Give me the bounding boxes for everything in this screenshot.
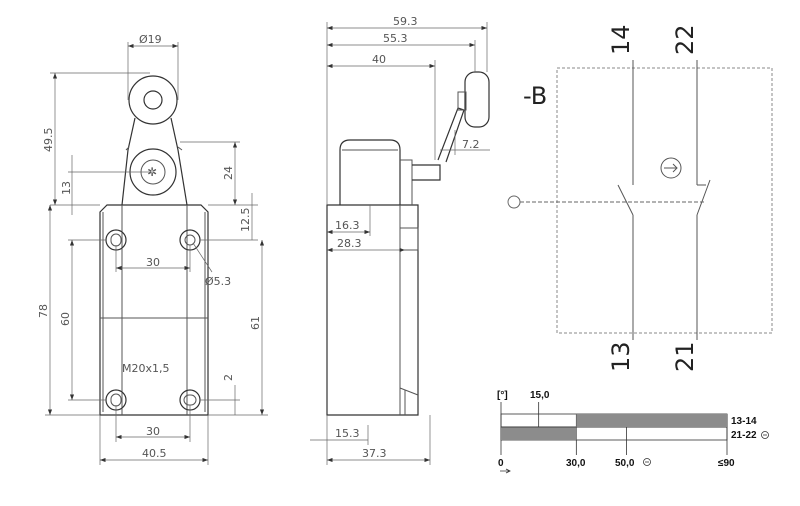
unit-label: [°]	[497, 390, 508, 401]
dim-40: 40	[372, 53, 386, 66]
dim-13: 13	[60, 181, 73, 195]
thread-label: M20x1,5	[122, 362, 170, 375]
positive-opening-icon	[761, 431, 769, 439]
terminal-21: 21	[671, 341, 699, 372]
tick-30: 30,0	[566, 458, 586, 469]
terminal-13: 13	[607, 341, 635, 372]
dim-hole-dia: Ø5.3	[205, 275, 231, 288]
side-view: 59.3 55.3 40 7.2 16.3 28.3 15.3 37.3	[310, 15, 490, 465]
actuator-circle	[507, 195, 521, 209]
dim-61: 61	[249, 316, 262, 330]
row-label-21-22: 21-22	[731, 430, 757, 441]
dim-16-3: 16.3	[335, 219, 360, 232]
closed-segment-13-14	[576, 414, 727, 427]
tick-90: ≤90	[718, 458, 735, 469]
dim-30-bottom: 30	[146, 425, 160, 438]
no-contact	[617, 184, 634, 216]
dim-60: 60	[59, 312, 72, 326]
roller	[128, 75, 178, 125]
direction-arrow-icon	[500, 468, 511, 474]
dim-24: 24	[222, 166, 235, 180]
device-boundary	[556, 67, 773, 334]
dim-15-3: 15.3	[335, 427, 360, 440]
housing	[99, 204, 209, 416]
circuit-schematic: -B 14 22 13 21	[507, 24, 773, 372]
dim-78: 78	[37, 304, 50, 318]
dim-12-5: 12.5	[239, 208, 252, 233]
side-housing	[326, 204, 419, 416]
positive-opening-icon	[660, 157, 682, 179]
tick-0: 0	[498, 458, 504, 469]
dim-40-5: 40.5	[142, 447, 167, 460]
dim-55-3: 55.3	[383, 32, 408, 45]
dim-7-2: 7.2	[462, 138, 480, 151]
dim-28-3: 28.3	[337, 237, 362, 250]
terminal-22: 22	[671, 24, 699, 55]
switching-diagram: [°] 15,0 13-14 21-22 0 30,0 50,0 ≤90	[497, 390, 769, 474]
marker-label: 15,0	[530, 390, 550, 401]
side-roller	[464, 71, 490, 128]
front-view: ✲ M20x1,5 Ø19 49.5 13 24 12.5 30 Ø5.3 78	[37, 33, 268, 465]
dim-30-top: 30	[146, 256, 160, 269]
terminal-14: 14	[607, 24, 635, 55]
tick-50: 50,0	[615, 458, 635, 469]
dim-37-3: 37.3	[362, 447, 387, 460]
designator: -B	[523, 82, 547, 110]
positive-opening-icon	[643, 458, 651, 466]
dim-59-3: 59.3	[393, 15, 418, 28]
row-label-13-14: 13-14	[731, 416, 757, 427]
dim-roller-dia: Ø19	[139, 33, 162, 46]
closed-segment-21-22	[501, 427, 577, 440]
dim-49-5: 49.5	[42, 128, 55, 153]
dim-2: 2	[222, 374, 235, 381]
